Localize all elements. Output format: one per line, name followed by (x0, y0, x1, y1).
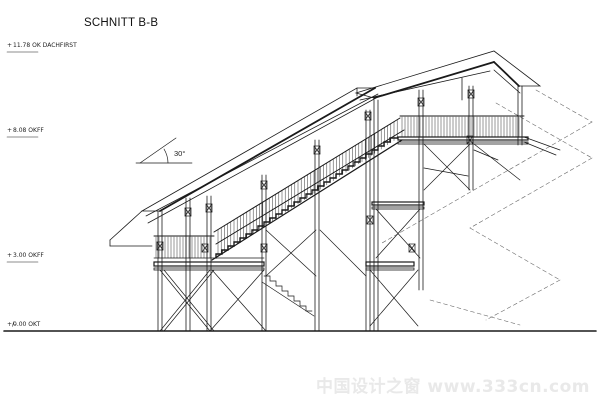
stair-balusters (217, 119, 398, 257)
baluster (466, 135, 474, 145)
level-annotation-roof-ridge: +11.78 OK DACHFIRST (7, 42, 77, 49)
connection-plate (260, 243, 268, 253)
bracing (159, 143, 521, 332)
connection-plate (156, 241, 164, 251)
level-value: 0.00 (13, 321, 27, 328)
main-stair (211, 129, 405, 261)
level-lines (6, 51, 39, 263)
connection-plate (205, 203, 213, 213)
dashed-envelope (381, 89, 593, 326)
level-label: OKFF (28, 252, 44, 259)
baluster (205, 203, 213, 213)
baluster (156, 241, 164, 251)
baluster (184, 207, 192, 217)
level-annotation-ground: +/-0.00 OKT (7, 321, 41, 328)
level-label: OK DACHFIRST (32, 42, 77, 49)
lower-stair (261, 275, 315, 317)
watermark: 中国设计之窗 www.333cn.com (316, 377, 590, 397)
baluster (260, 180, 268, 190)
connection-plate (184, 207, 192, 217)
connection-plate (201, 243, 209, 253)
level-value: 8.08 (13, 127, 27, 134)
outriggers (109, 136, 561, 247)
baluster (467, 89, 475, 99)
level-value: 11.78 (13, 42, 31, 49)
baluster (408, 243, 416, 253)
level-value: 3.00 (13, 252, 27, 259)
angle-marker (135, 137, 193, 164)
connection-plate (408, 243, 416, 253)
baluster (417, 97, 425, 107)
level-annotation-upper-floor: +8.08 OKFF (7, 127, 44, 134)
connection-plate (260, 180, 268, 190)
connection-plate (364, 111, 372, 121)
connection-plates (156, 89, 475, 253)
connection-plate (466, 135, 474, 145)
upper-gallery-balusters (401, 116, 523, 138)
connection-plate (467, 89, 475, 99)
baluster (313, 145, 321, 155)
angle-label: 30° (174, 149, 186, 158)
baluster (366, 215, 374, 225)
drawing-title: SCHNITT B-B (84, 17, 159, 29)
handrails (153, 115, 525, 237)
level-label: OKT (28, 321, 41, 328)
baluster (364, 111, 372, 121)
baluster (260, 243, 268, 253)
columns (157, 85, 523, 332)
baluster (201, 243, 209, 253)
connection-plate (313, 145, 321, 155)
level-label: OKFF (28, 127, 44, 134)
connection-plate (366, 215, 374, 225)
level-annotation-first-floor: +3.00 OKFF (7, 252, 44, 259)
upper-roof (354, 50, 542, 101)
lower-gallery-balusters (155, 236, 211, 259)
connection-plate (417, 97, 425, 107)
